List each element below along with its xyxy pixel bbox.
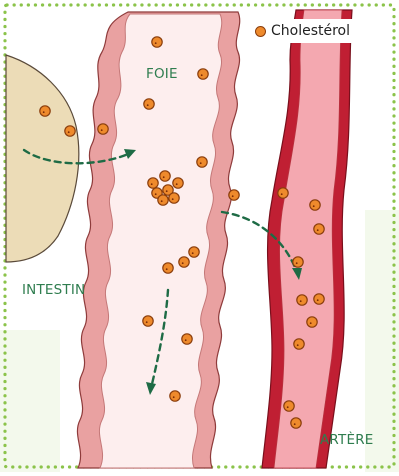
cholesterol-particle-dot: [147, 104, 149, 106]
cholesterol-particle-dot: [296, 262, 298, 264]
cholesterol-particle-dot: [155, 193, 157, 195]
cholesterol-particle: [291, 418, 301, 428]
cholesterol-particle: [169, 193, 179, 203]
cholesterol-particle-dot: [297, 344, 299, 346]
cholesterol-particle: [284, 401, 294, 411]
cholesterol-particle-dot: [163, 176, 165, 178]
cholesterol-particle: [40, 106, 50, 116]
cholesterol-particle-dot: [172, 198, 174, 200]
cholesterol-particle: [173, 178, 183, 188]
cholesterol-particle: [179, 257, 189, 267]
cholesterol-particle-dot: [166, 190, 168, 192]
cholesterol-particle-dot: [146, 321, 148, 323]
cholesterol-particle: [307, 317, 317, 327]
cholesterol-particle-dot: [200, 162, 202, 164]
cholesterol-particle: [182, 334, 192, 344]
cholesterol-particle: [144, 99, 154, 109]
cholesterol-particle-dot: [176, 183, 178, 185]
cholesterol-particle-dot: [310, 322, 312, 324]
cholesterol-particle-dot: [173, 396, 175, 398]
cholesterol-particle-dot: [155, 42, 157, 44]
cholesterol-particle-dot: [192, 252, 194, 254]
cholesterol-particle: [160, 171, 170, 181]
cholesterol-particle-dot: [43, 111, 45, 113]
cholesterol-particle: [310, 200, 320, 210]
cholesterol-particle: [229, 190, 239, 200]
cholesterol-particle: [170, 391, 180, 401]
cholesterol-particle-dot: [287, 406, 289, 408]
cholesterol-icon: [255, 26, 266, 37]
cholesterol-particle: [152, 37, 162, 47]
cholesterol-particle: [278, 188, 288, 198]
cholesterol-particle: [65, 126, 75, 136]
cholesterol-particle-dot: [232, 195, 234, 197]
legend: Cholestérol: [251, 19, 369, 43]
cholesterol-particle: [314, 294, 324, 304]
cholesterol-particle: [98, 124, 108, 134]
cholesterol-particle-dot: [294, 423, 296, 425]
cholesterol-particle: [189, 247, 199, 257]
cholesterol-particle: [163, 263, 173, 273]
cholesterol-particle-dot: [182, 262, 184, 264]
legend-label: Cholestérol: [271, 23, 350, 39]
label-artery: ARTÈRE: [320, 432, 374, 448]
cholesterol-particle: [297, 295, 307, 305]
label-liver: FOIE: [146, 66, 178, 82]
cholesterol-particle: [198, 69, 208, 79]
cholesterol-particle-dot: [300, 300, 302, 302]
cholesterol-particle-dot: [201, 74, 203, 76]
cholesterol-particle-dot: [313, 205, 315, 207]
cholesterol-particle-dot: [317, 299, 319, 301]
cholesterol-particle-dot: [166, 268, 168, 270]
cholesterol-particle-dot: [281, 193, 283, 195]
cholesterol-particle-dot: [317, 229, 319, 231]
cholesterol-particle: [197, 157, 207, 167]
cholesterol-particle-dot: [185, 339, 187, 341]
cholesterol-particle: [143, 316, 153, 326]
intestine-shape: [6, 55, 79, 262]
cholesterol-particle: [294, 339, 304, 349]
cholesterol-particle: [293, 257, 303, 267]
cholesterol-particle-dot: [101, 129, 103, 131]
cholesterol-particle-dot: [151, 183, 153, 185]
cholesterol-particle: [158, 195, 168, 205]
cholesterol-particle: [314, 224, 324, 234]
cholesterol-particle: [148, 178, 158, 188]
label-intestine: INTESTIN: [22, 282, 85, 298]
cholesterol-particle-dot: [68, 131, 70, 133]
cholesterol-particle-dot: [161, 200, 163, 202]
